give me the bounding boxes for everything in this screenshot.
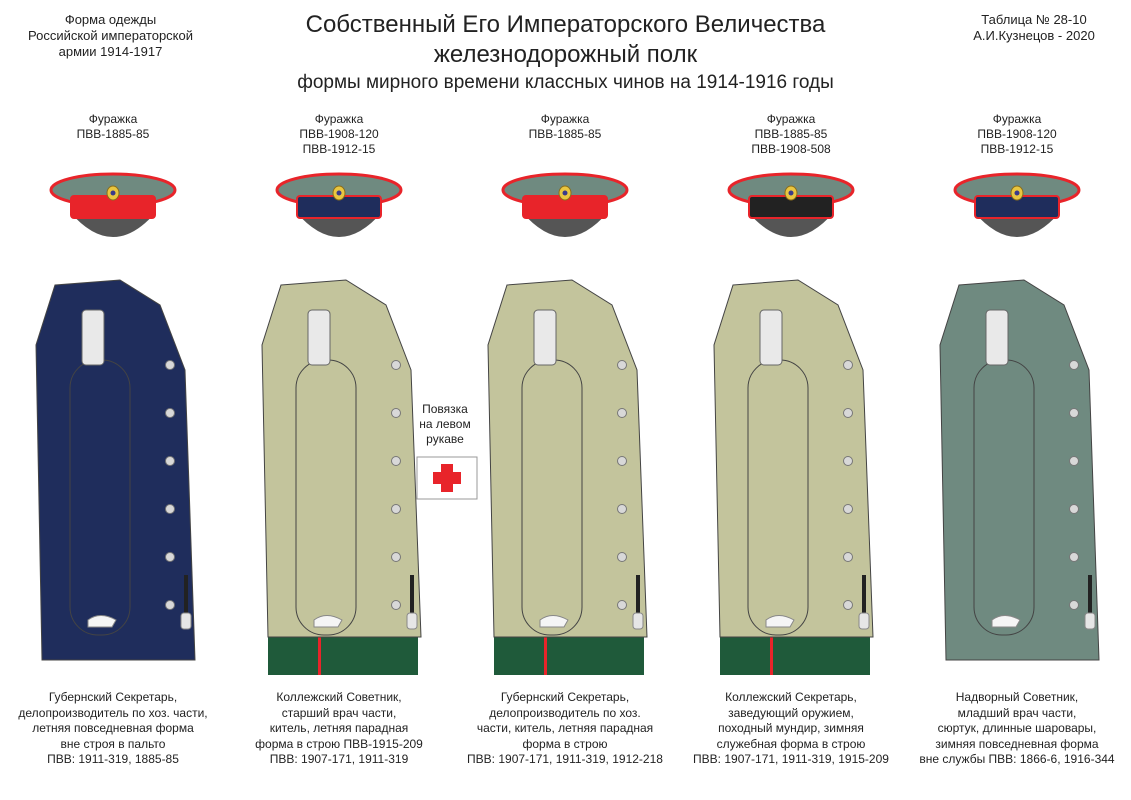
uniform-illustration (678, 275, 904, 675)
cap-label: Фуражка ПВВ-1908-120 ПВВ-1912-15 (977, 112, 1057, 156)
armband-note: Повязка на левом рукаве (419, 402, 471, 446)
cap-label: Фуражка ПВВ-1908-120 ПВВ-1912-15 (299, 112, 379, 156)
peaked-cap-icon (490, 170, 640, 260)
table-number: Таблица № 28-10 А.И.Кузнецов - 2020 (973, 12, 1095, 43)
uniform-description: Коллежский Секретарь, заведующий оружием… (693, 690, 889, 766)
uniform-description: Губернский Секретарь, делопроизводитель … (467, 690, 663, 766)
uniform-illustration (226, 275, 452, 675)
uniform-figure-4: Фуражка ПВВ-1885-85 ПВВ-1908-508 Коллежс… (678, 0, 904, 800)
uniform-illustration (904, 275, 1130, 675)
uniform-figure-2: Фуражка ПВВ-1908-120 ПВВ-1912-15 Коллежс… (226, 0, 452, 800)
uniform-figure-1: Фуражка ПВВ-1885-85 Губернский Секретарь… (0, 0, 226, 800)
page-title: Собственный Его Императорского Величеств… (305, 11, 826, 68)
peaked-cap-icon (716, 170, 866, 260)
uniform-description: Губернский Секретарь, делопроизводитель … (18, 690, 208, 766)
uniform-illustration (452, 275, 678, 675)
armband-red-cross-icon (416, 456, 478, 500)
peaked-cap-icon (264, 170, 414, 260)
cap-label: Фуражка ПВВ-1885-85 ПВВ-1908-508 (751, 112, 831, 156)
peaked-cap-icon (38, 170, 188, 260)
page-subtitle: формы мирного времени классных чинов на … (297, 72, 834, 93)
uniform-figure-3: Фуражка ПВВ-1885-85 Губернский Секретарь… (452, 0, 678, 800)
peaked-cap-icon (942, 170, 1092, 260)
cap-label: Фуражка ПВВ-1885-85 (76, 112, 150, 141)
uniform-description: Надворный Советник, младший врач части, … (919, 690, 1115, 766)
cap-label: Фуражка ПВВ-1885-85 (528, 112, 602, 141)
uniform-illustration (0, 275, 226, 675)
uniform-figure-5: Фуражка ПВВ-1908-120 ПВВ-1912-15 Надворн… (904, 0, 1130, 800)
uniform-description: Коллежский Советник, старший врач части,… (255, 690, 423, 766)
series-caption: Форма одежды Российской императорской ар… (27, 12, 194, 59)
